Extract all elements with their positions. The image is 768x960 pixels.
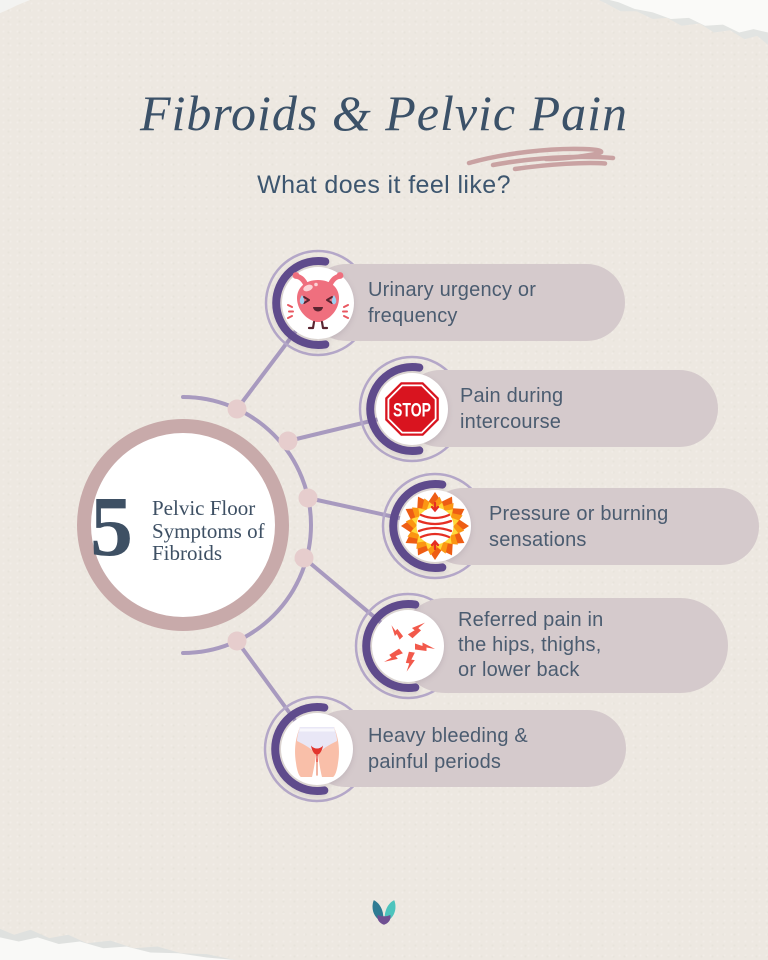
symptom-pill-intercourse: Pain during intercourse <box>402 370 718 447</box>
symptom-pill-bleeding: Heavy bleeding & painful periods <box>307 710 626 787</box>
center-number: 5 <box>90 478 133 574</box>
symptom-label: Pain during intercourse <box>460 384 564 433</box>
lightning-bolts-icon <box>362 600 444 692</box>
symptom-label: Heavy bleeding & painful periods <box>368 724 528 773</box>
symptom-label: Urinary urgency or frequency <box>368 278 537 327</box>
center-label: Pelvic Floor Symptoms of Fibroids <box>152 496 265 565</box>
connector-dots <box>227 399 318 651</box>
symptom-pill-referred-pain: Referred pain in the hips, thighs, or lo… <box>398 598 728 693</box>
stop-sign-text: STOP <box>393 398 431 421</box>
symptom-pill-urinary: Urinary urgency or frequency <box>308 264 625 341</box>
title-underline-scribble-icon <box>466 146 616 172</box>
torn-paper-corner-bottom-left <box>0 918 235 960</box>
page-subtitle: What does it feel like? <box>257 171 511 199</box>
stop-sign-icon: STOP <box>366 363 448 455</box>
petal-logo-icon <box>372 900 396 925</box>
center-circle <box>77 419 289 631</box>
page-title: Fibroids & Pelvic Pain <box>139 85 629 141</box>
symptom-label: Pressure or burning sensations <box>489 502 669 551</box>
bladder-icon <box>272 257 354 349</box>
symptom-label: Referred pain in the hips, thighs, or lo… <box>458 609 604 681</box>
torn-paper-corner-top-right <box>588 0 768 56</box>
symptom-pill-pressure: Pressure or burning sensations <box>425 488 759 565</box>
pelvis-underwear-icon <box>271 703 353 795</box>
ring-of-fire-icon <box>389 480 471 572</box>
